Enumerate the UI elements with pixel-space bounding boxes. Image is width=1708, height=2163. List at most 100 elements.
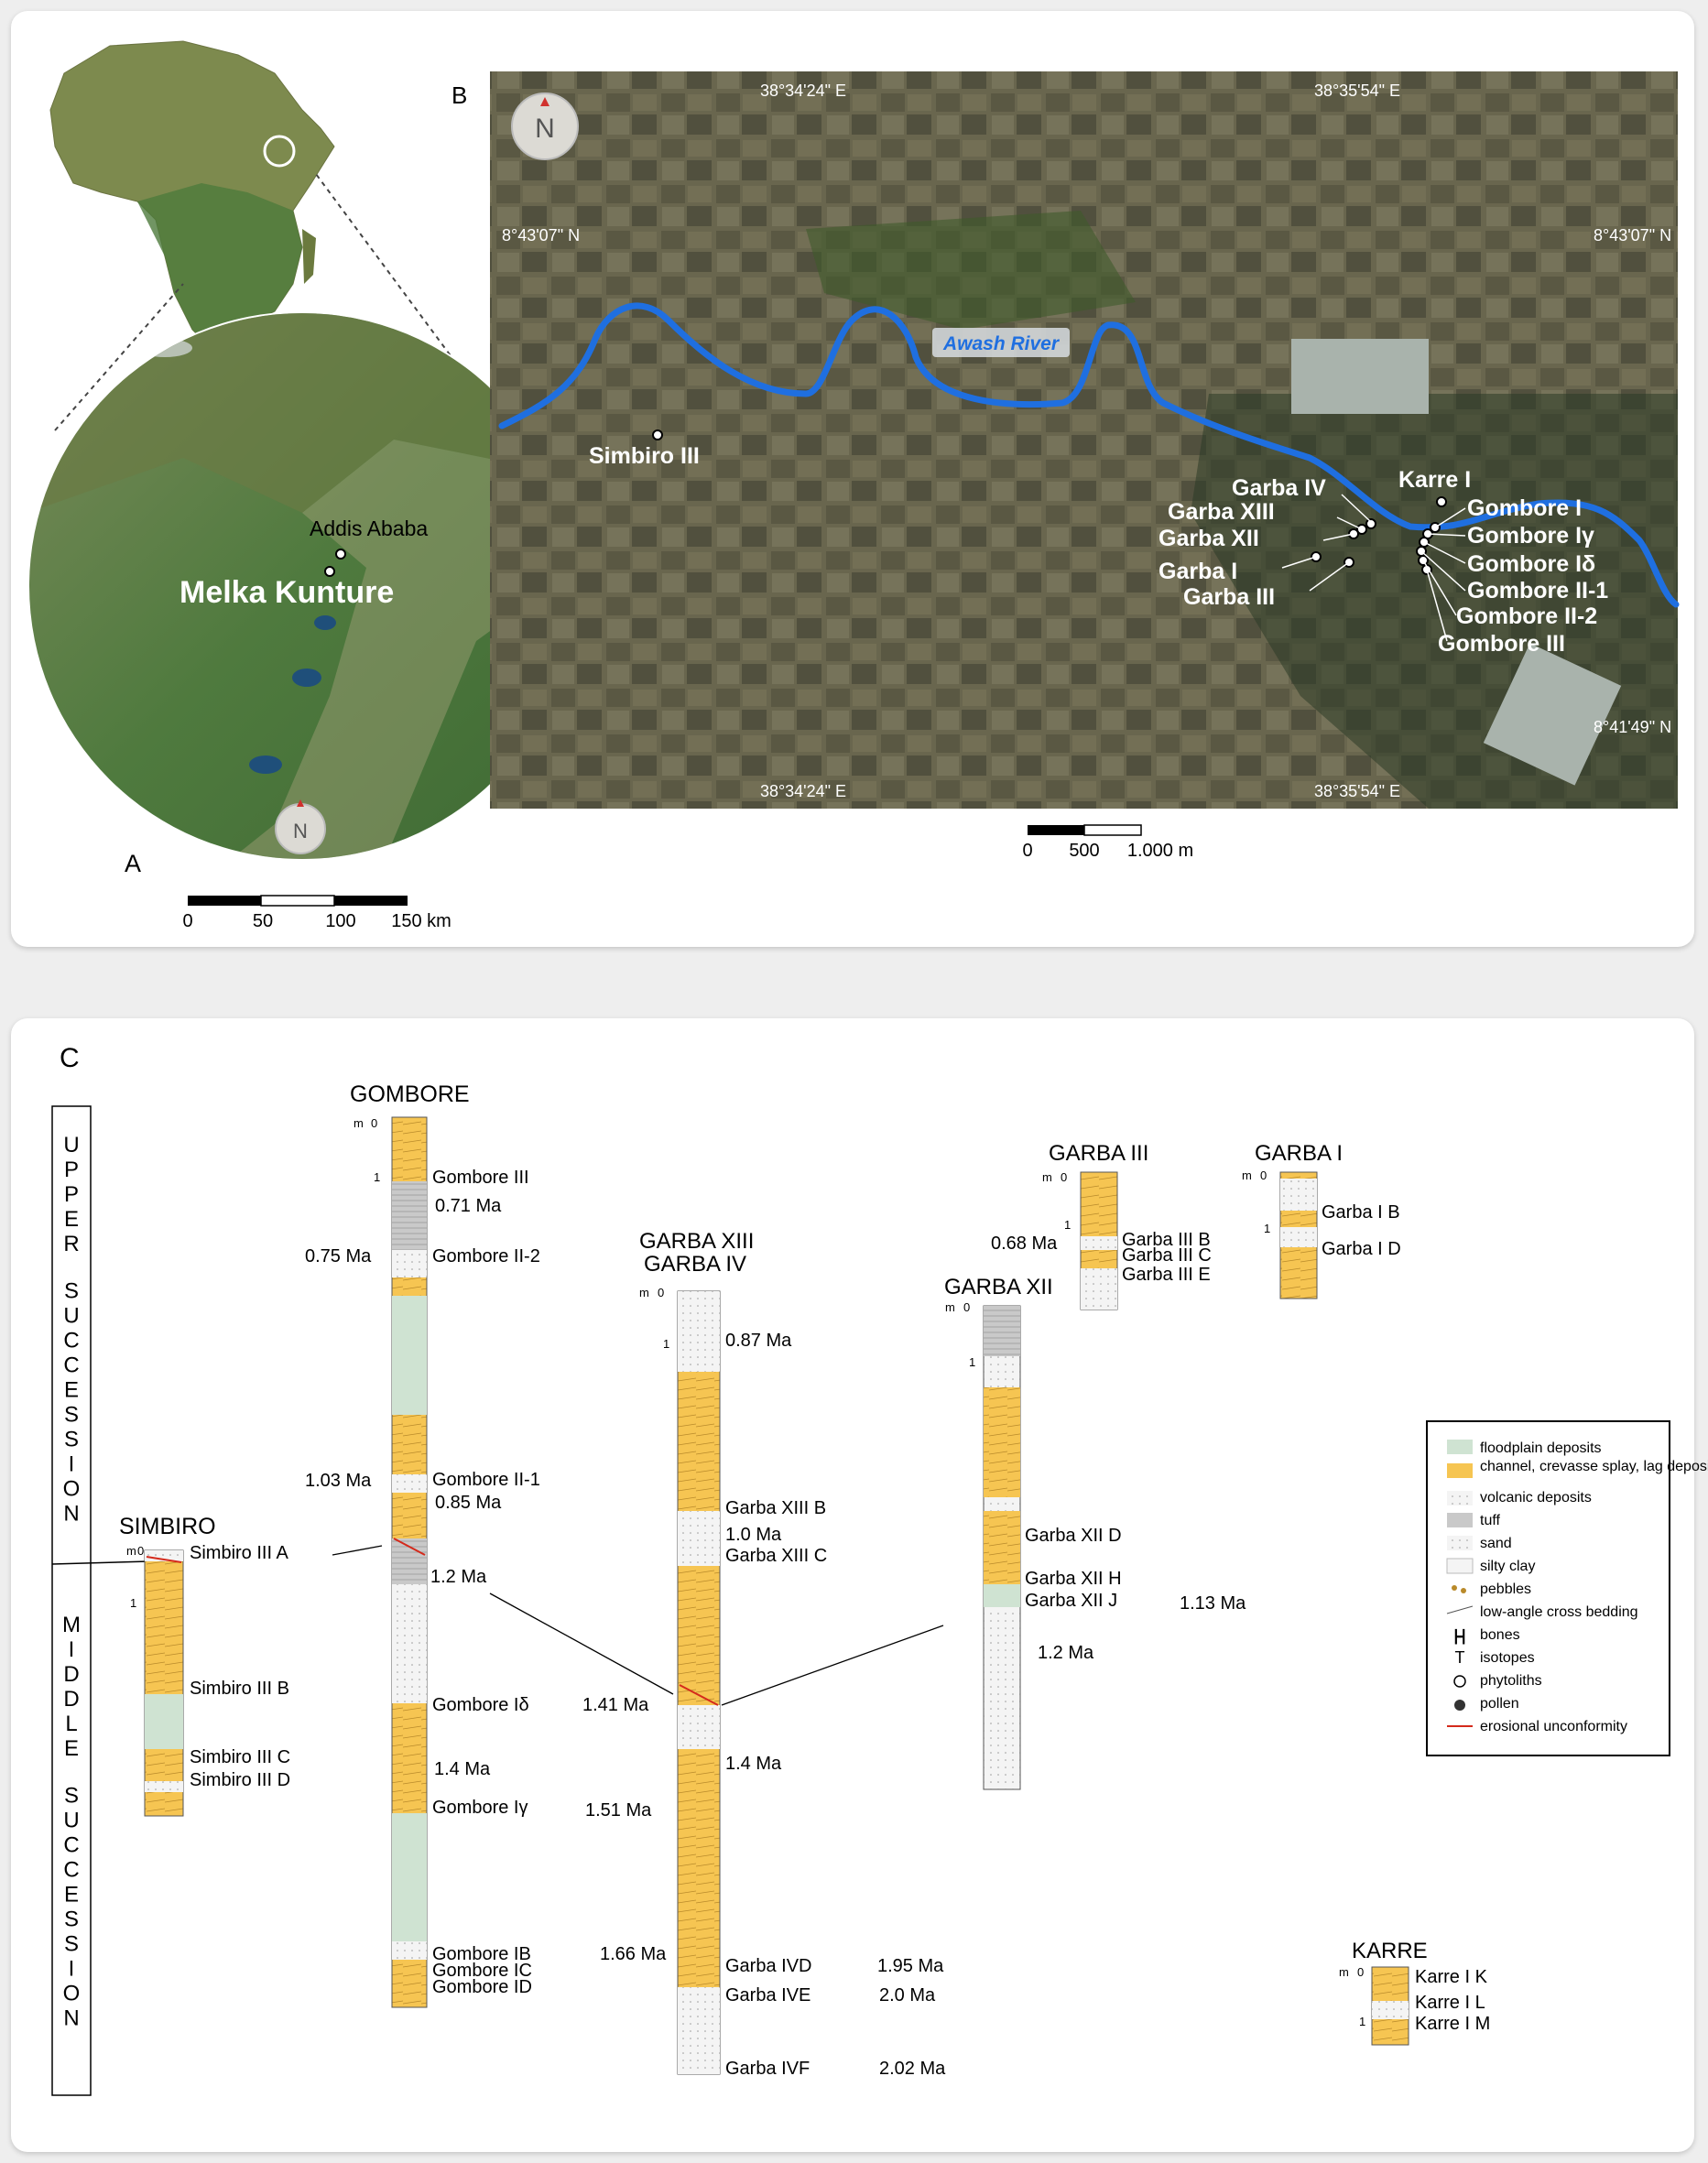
succession-letter: D	[63, 1662, 79, 1687]
axis-tick: 1	[663, 1337, 669, 1351]
sample-label: Gombore II-1	[432, 1470, 540, 1490]
succession-letter: I	[69, 1637, 75, 1662]
garba-xii-column	[983, 1305, 1021, 1790]
axis-unit: m	[639, 1286, 649, 1299]
age-label: 1.03 Ma	[305, 1471, 372, 1491]
scale-a	[188, 895, 408, 907]
sample-label: Gombore Iδ	[432, 1695, 529, 1715]
site-label: Gombore I	[1467, 495, 1582, 521]
succession-letter: P	[64, 1158, 79, 1182]
sample-label: Garba XIII B	[725, 1498, 826, 1518]
coord-lat: 8°43'07" N	[1594, 226, 1671, 245]
sample-label: Gombore III	[432, 1168, 529, 1188]
sample-label: Garba IVE	[725, 1985, 810, 2005]
column-title: SIMBIRO	[119, 1514, 216, 1539]
column-title: GOMBORE	[350, 1082, 470, 1107]
column-title: GARBA III	[1049, 1141, 1148, 1166]
scale-a-tick: 150 km	[391, 911, 451, 931]
succession-letter: C	[63, 1353, 79, 1377]
age-label: 0.68 Ma	[991, 1234, 1058, 1254]
scale-b-tick: 500	[1069, 841, 1099, 861]
succession-letter: U	[63, 1133, 79, 1158]
succession-letter: D	[63, 1687, 79, 1712]
svg-text:T: T	[1455, 1648, 1465, 1667]
succession-letter: O	[63, 1981, 81, 2005]
site-label: Gombore Iγ	[1467, 523, 1594, 549]
axis-tick: 1	[374, 1170, 380, 1184]
succession-letter: N	[63, 1501, 79, 1526]
sample-label: Garba III E	[1122, 1265, 1211, 1285]
succession-letter: S	[64, 1402, 79, 1427]
column-title: GARBA I	[1255, 1141, 1343, 1166]
legend-swatches: ┣┫ T	[1446, 1440, 1474, 1727]
succession-letter: I	[69, 1451, 75, 1476]
age-label: 1.95 Ma	[877, 1956, 944, 1976]
garba-i-column	[1279, 1171, 1318, 1299]
age-label: 1.41 Ma	[582, 1695, 649, 1715]
age-label: 0.85 Ma	[435, 1493, 502, 1513]
gombore-column	[391, 1116, 428, 2008]
column-title: GARBA XIII	[639, 1229, 754, 1254]
site-label: Garba XII	[1159, 526, 1259, 551]
axis-tick: 0	[137, 1544, 144, 1558]
svg-text:┣┫: ┣┫	[1452, 1628, 1468, 1645]
legend-item: erosional unconformity	[1480, 1719, 1627, 1734]
sample-label: Garba III B	[1122, 1230, 1211, 1250]
age-label: 1.66 Ma	[600, 1944, 667, 1964]
coord-lat: 8°43'07" N	[502, 226, 580, 245]
age-label: 1.0 Ma	[725, 1525, 782, 1545]
succession-letter: O	[63, 1476, 81, 1501]
succession-letter: U	[63, 1808, 79, 1832]
site-label: Garba III	[1183, 584, 1275, 610]
study-area-marker	[263, 135, 296, 168]
site-label: Simbiro III	[589, 443, 700, 469]
coord-lon: 38°35'54" E	[1314, 782, 1400, 800]
age-label: 1.51 Ma	[585, 1800, 652, 1821]
axis-unit: m	[1042, 1170, 1052, 1184]
succession-letter: L	[65, 1712, 77, 1736]
compass-b-label: N	[535, 114, 555, 144]
succession-letter: N	[63, 2005, 79, 2030]
label-c: C	[60, 1043, 80, 1073]
site-label: Garba IV	[1232, 475, 1326, 501]
succession-letter: C	[63, 1328, 79, 1353]
axis-unit: m	[354, 1116, 364, 1130]
succession-letter: S	[64, 1931, 79, 1956]
simbiro-column	[144, 1549, 184, 1817]
sample-label: Karre I M	[1415, 2014, 1490, 2034]
sample-label: Gombore Iγ	[432, 1798, 528, 1818]
succession-letter: C	[63, 1832, 79, 1857]
column-title: GARBA IV	[644, 1252, 746, 1277]
age-label: 0.71 Ma	[435, 1196, 502, 1216]
axis-tick: 1	[1359, 2015, 1365, 2028]
site-label: Gombore II-1	[1467, 578, 1608, 603]
site-label: Gombore III	[1438, 631, 1565, 657]
site-label: Garba XIII	[1168, 499, 1275, 525]
axis-tick: 0	[1061, 1170, 1067, 1184]
age-label: 1.2 Ma	[1038, 1643, 1094, 1663]
age-label: 2.0 Ma	[879, 1985, 936, 2005]
axis-unit: m	[126, 1544, 136, 1558]
scale-a-tick: 100	[325, 911, 355, 931]
place-addis: Addis Ababa	[310, 516, 428, 540]
sample-label: Karre I L	[1415, 1993, 1485, 2013]
compass-a	[275, 799, 326, 854]
sample-label: Garba I B	[1322, 1202, 1400, 1223]
river-label: Awash River	[942, 333, 1061, 354]
succession-letter: S	[64, 1907, 79, 1931]
scale-a-tick: 0	[182, 911, 192, 931]
axis-tick: 0	[963, 1300, 970, 1314]
scale-b-tick: 1.000 m	[1127, 841, 1193, 861]
sample-label: Karre I K	[1415, 1967, 1488, 1987]
scale-a-tick: 50	[253, 911, 273, 931]
scale-b-tick: 0	[1022, 841, 1032, 861]
place-melka: Melka Kunture	[180, 575, 394, 610]
coord-lon: 38°35'54" E	[1314, 82, 1400, 100]
karre-column	[1371, 1966, 1409, 2046]
sample-label: Gombore II-2	[432, 1246, 540, 1266]
succession-bar	[51, 1105, 92, 2096]
succession-letter: M	[62, 1613, 81, 1637]
succession-letter: S	[64, 1783, 79, 1808]
